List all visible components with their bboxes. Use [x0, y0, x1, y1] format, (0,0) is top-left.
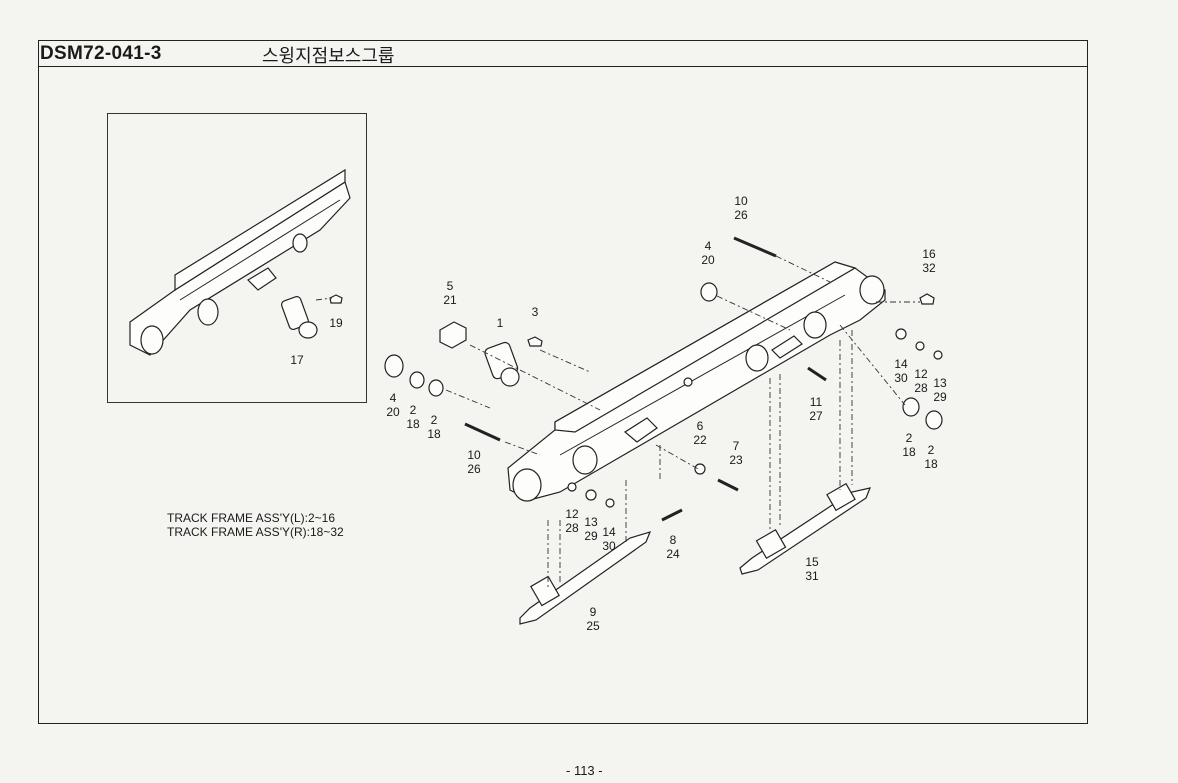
detail-inset-box [107, 113, 367, 403]
inset-frame-drawing [129, 168, 351, 356]
callout-c-3-line-0: 3 [532, 305, 539, 319]
callout-c-5-21-line-1: 21 [443, 293, 457, 307]
callout-c-14-30-bottom-line-1: 30 [602, 539, 616, 553]
callout-c-2-18-b-line-0: 2 [431, 413, 438, 427]
callout-c-2-18-right-a-line-0: 2 [906, 431, 913, 445]
callout-c-10-26-top-line-1: 26 [734, 208, 748, 222]
diagram-code: DSM72-041-3 [40, 43, 162, 64]
page-number: - 113 - [566, 763, 603, 778]
callout-c-17-line-0: 17 [290, 353, 304, 367]
callout-c-6-22-line-0: 6 [697, 419, 704, 433]
callout-c-5-21-line-0: 5 [447, 279, 454, 293]
drawing-frame [38, 40, 1088, 724]
callout-c-16-32-line-0: 16 [922, 247, 936, 261]
callout-c-1-line-0: 1 [497, 316, 504, 330]
callout-c-6-22-line-1: 22 [693, 433, 707, 447]
callout-c-2-18-a-line-0: 2 [410, 403, 417, 417]
callout-c-10-26-left-line-1: 26 [467, 462, 481, 476]
main-track-frame [507, 261, 886, 502]
callout-c-16-32-line-1: 32 [922, 261, 936, 275]
callout-c-4-20-left-line-0: 4 [390, 391, 397, 405]
callout-c-13-29-right-line-0: 13 [933, 376, 947, 390]
callout-c-2-18-right-b-line-0: 2 [928, 443, 935, 457]
callout-c-2-18-right-b-line-1: 18 [924, 457, 938, 471]
parts-loose [384, 236, 943, 625]
callout-c-12-28-right-line-1: 28 [914, 381, 928, 395]
callout-c-11-27-line-1: 27 [809, 409, 823, 423]
callout-c-14-30-bottom-line-0: 14 [602, 525, 616, 539]
callout-c-13-29-bottom-line-0: 13 [584, 515, 598, 529]
note-left-frame: TRACK FRAME ASS'Y(L):2~16 [167, 511, 336, 525]
callout-c-10-26-top-line-0: 10 [734, 194, 748, 208]
callout-c-2-18-b-line-1: 18 [427, 427, 441, 441]
header-divider [38, 66, 1088, 67]
callout-c-19-line-0: 19 [329, 316, 343, 330]
callout-c-7-23-line-1: 23 [729, 453, 743, 467]
callout-c-13-29-bottom-line-1: 29 [584, 529, 598, 543]
callout-c-11-27-line-0: 11 [810, 395, 823, 409]
callout-c-14-30-right-line-1: 30 [894, 371, 908, 385]
callout-c-10-26-left-line-0: 10 [467, 448, 481, 462]
callout-c-15-31-line-0: 15 [805, 555, 819, 569]
callout-c-8-24-line-1: 24 [666, 547, 680, 561]
callout-c-7-23-line-0: 7 [733, 439, 740, 453]
callout-c-2-18-a-line-1: 18 [406, 417, 420, 431]
callout-c-4-20-top-line-0: 4 [705, 239, 712, 253]
callout-c-4-20-left-line-1: 20 [386, 405, 400, 419]
callout-c-15-31-line-1: 31 [805, 569, 819, 583]
callout-c-12-28-bottom-line-1: 28 [565, 521, 579, 535]
callout-c-9-25-line-0: 9 [590, 605, 597, 619]
assembly-lines [445, 255, 920, 590]
callout-c-13-29-right-line-1: 29 [933, 390, 947, 404]
callout-c-12-28-right-line-0: 12 [914, 367, 928, 381]
callout-c-12-28-bottom-line-0: 12 [565, 507, 579, 521]
note-right-frame: TRACK FRAME ASS'Y(R):18~32 [167, 525, 344, 539]
diagram-title: 스윙지점보스그룹 [262, 46, 395, 67]
callout-c-2-18-right-a-line-1: 18 [902, 445, 916, 459]
callout-c-9-25-line-1: 25 [586, 619, 600, 633]
callout-c-4-20-top-line-1: 20 [701, 253, 715, 267]
callout-c-14-30-right-line-0: 14 [894, 357, 908, 371]
callout-c-8-24-line-0: 8 [670, 533, 677, 547]
